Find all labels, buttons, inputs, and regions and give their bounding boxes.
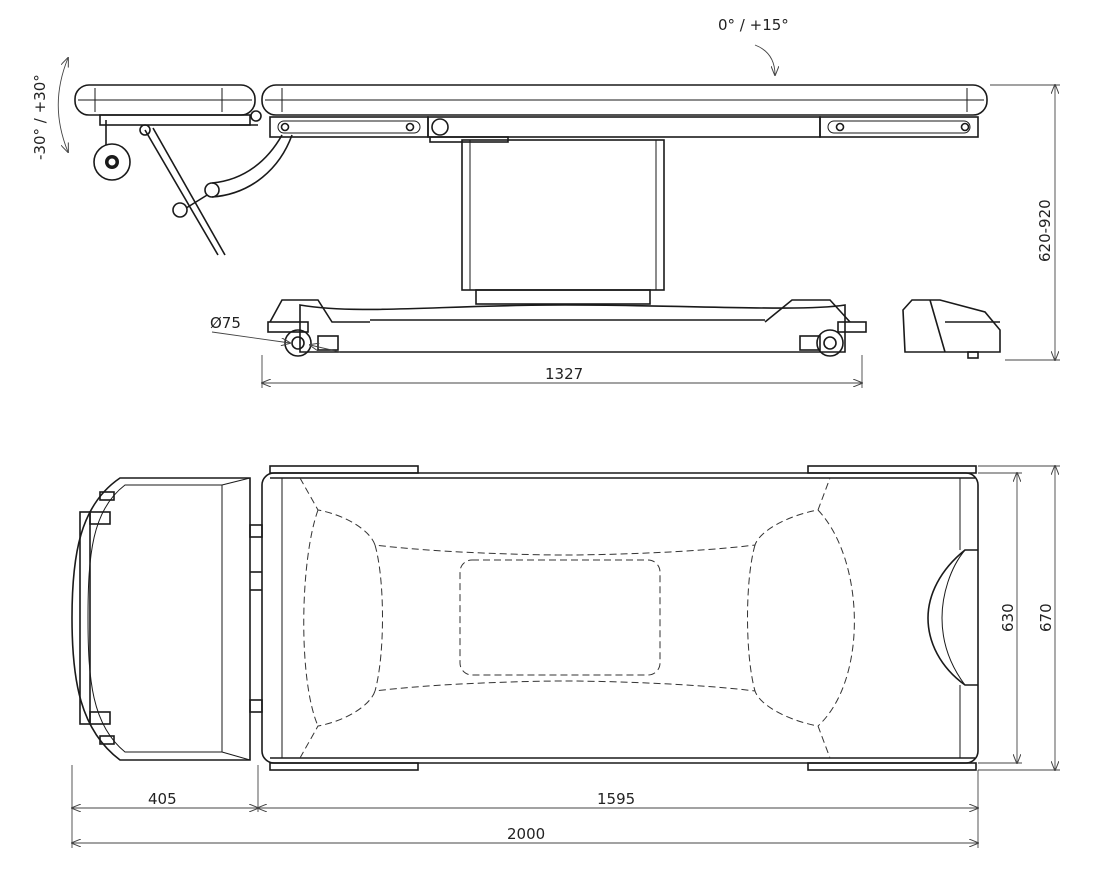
side-head-wheel — [93, 143, 131, 181]
top-rail-right-top — [807, 465, 977, 474]
tilt-angle-label: 0° / +15° — [718, 16, 789, 34]
side-view — [74, 84, 1001, 359]
body-length-label: 1595 — [597, 790, 635, 808]
top-headrest — [71, 477, 251, 761]
side-base — [299, 304, 846, 353]
inner-width-label: 630 — [999, 603, 1017, 632]
top-annotations: 630 670 405 1595 2000 — [72, 466, 1060, 848]
tilt-arrow — [754, 44, 775, 75]
wheel-leader — [211, 331, 290, 343]
side-head-joint — [172, 202, 188, 218]
top-table-body — [261, 472, 979, 764]
wheel-diameter-label: Ø75 — [210, 314, 241, 332]
head-angle-label: -30° / +30° — [31, 74, 49, 160]
top-rail-right-bottom — [807, 762, 977, 771]
head-length-label: 405 — [148, 790, 177, 808]
top-rail-left-top — [269, 465, 419, 474]
top-rail-left-bottom — [269, 762, 419, 771]
side-wheel-right — [816, 329, 844, 357]
top-face-cutout — [927, 549, 978, 686]
side-lift-column — [461, 139, 665, 291]
head-angle-arrow — [57, 58, 68, 152]
top-base-outline — [299, 477, 831, 556]
outer-width-label: 670 — [1037, 603, 1055, 632]
base-length-label: 1327 — [545, 365, 583, 383]
side-foot-pedal — [902, 299, 1001, 353]
side-table-top — [261, 84, 988, 116]
total-length-label: 2000 — [507, 825, 545, 843]
height-range-label: 620-920 — [1036, 199, 1054, 262]
top-view — [71, 465, 979, 771]
top-column-outline — [459, 559, 661, 676]
side-annotations: 0° / +15° -30° / +30° 620-920 Ø75 1327 — [31, 16, 1060, 388]
